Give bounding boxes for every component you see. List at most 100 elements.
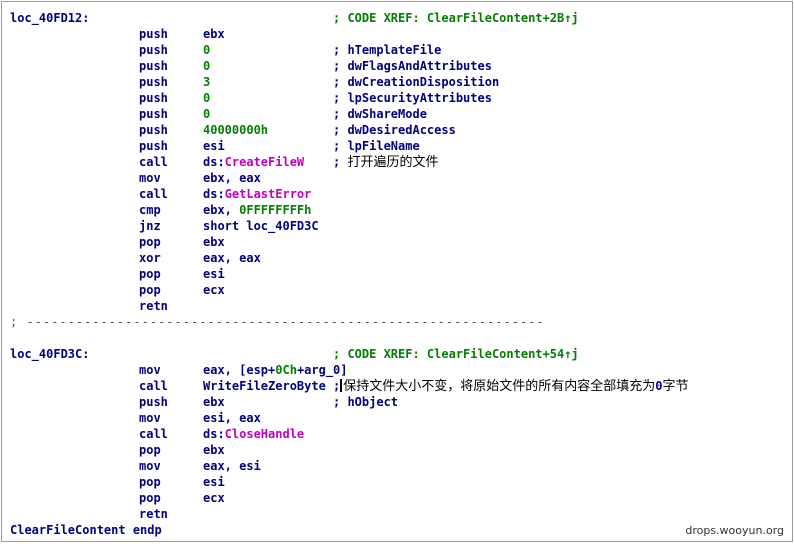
- operand[interactable]: ebx, eax: [203, 171, 261, 185]
- xref-comment[interactable]: ; CODE XREF: ClearFileContent+54↑j: [333, 347, 579, 361]
- operand[interactable]: ebx: [203, 235, 225, 249]
- operand-register: ebx,: [203, 203, 240, 217]
- mnemonic: call: [139, 379, 168, 393]
- segment-prefix: ds:: [203, 187, 225, 201]
- mnemonic: push: [139, 27, 168, 41]
- mnemonic: pop: [139, 491, 161, 505]
- code-line[interactable]: mov esi, eax: [2, 410, 792, 426]
- import-function-name[interactable]: GetLastError: [224, 187, 312, 201]
- code-line[interactable]: ClearFileContent endp: [2, 522, 792, 538]
- jump-target[interactable]: short loc_40FD3C: [203, 219, 319, 233]
- param-comment: ; hTemplateFile: [333, 43, 442, 57]
- operand[interactable]: esi: [203, 475, 225, 489]
- operand[interactable]: ebx: [203, 27, 225, 41]
- operand[interactable]: esi: [203, 139, 225, 153]
- code-line[interactable]: jnz short loc_40FD3C: [2, 218, 792, 234]
- function-end-label[interactable]: ClearFileContent endp: [10, 523, 162, 537]
- code-line[interactable]: call ds:CreateFileW ; 打开遍历的文件: [2, 154, 792, 170]
- operand-number[interactable]: 0: [203, 91, 211, 105]
- mnemonic: pop: [139, 443, 161, 457]
- mnemonic: pop: [139, 235, 161, 249]
- code-line[interactable]: mov eax, [esp+0Ch+arg_0]: [2, 362, 792, 378]
- mnemonic: push: [139, 139, 168, 153]
- mnemonic: retn: [139, 507, 168, 521]
- operand[interactable]: ds:CreateFileW: [203, 154, 304, 170]
- code-line[interactable]: loc_40FD3C: ; CODE XREF: ClearFileConten…: [2, 346, 792, 362]
- code-line[interactable]: mov ebx, eax: [2, 170, 792, 186]
- code-line[interactable]: mov eax, esi: [2, 458, 792, 474]
- mnemonic: push: [139, 43, 168, 57]
- operand[interactable]: ds:GetLastError: [203, 186, 311, 202]
- operand-part: eax, [esp+: [203, 363, 276, 377]
- mnemonic: call: [139, 155, 168, 169]
- code-line[interactable]: push ebx ; hObject: [2, 394, 792, 410]
- mnemonic: call: [139, 427, 168, 441]
- operand[interactable]: eax, [esp+0Ch+arg_0]: [203, 362, 348, 378]
- code-line[interactable]: pop ebx: [2, 442, 792, 458]
- operand-number[interactable]: 40000000h: [203, 123, 269, 137]
- mnemonic: xor: [139, 251, 161, 265]
- operand-number[interactable]: 0: [203, 59, 211, 73]
- segment-prefix: ds:: [203, 427, 225, 441]
- code-line[interactable]: push ebx: [2, 26, 792, 42]
- code-line[interactable]: call ds:GetLastError: [2, 186, 792, 202]
- code-line[interactable]: pop ecx: [2, 282, 792, 298]
- param-comment: ; hObject: [333, 395, 399, 409]
- import-function-name[interactable]: CloseHandle: [224, 427, 305, 441]
- operand-number[interactable]: 0: [203, 107, 211, 121]
- mnemonic: cmp: [139, 203, 161, 217]
- code-line[interactable]: pop esi: [2, 474, 792, 490]
- comment-text: 保持文件大小不变，将原始文件的所有内容全部填充为: [343, 379, 656, 394]
- operand-number[interactable]: 0: [203, 43, 211, 57]
- operand[interactable]: eax, eax: [203, 251, 261, 265]
- code-line[interactable]: call ds:CloseHandle: [2, 426, 792, 442]
- code-line[interactable]: pop ecx: [2, 490, 792, 506]
- operand[interactable]: ds:CloseHandle: [203, 426, 304, 442]
- code-line[interactable]: call WriteFileZeroByte ;保持文件大小不变，将原始文件的所…: [2, 378, 792, 394]
- code-line[interactable]: retn: [2, 298, 792, 314]
- mnemonic: jnz: [139, 219, 161, 233]
- operand-number: 0FFFFFFFFh: [239, 203, 312, 217]
- mnemonic: pop: [139, 475, 161, 489]
- mnemonic: push: [139, 59, 168, 73]
- text-cursor: [340, 379, 343, 392]
- operand-part: +arg_0]: [296, 363, 348, 377]
- xref-comment[interactable]: ; CODE XREF: ClearFileContent+2B↑j: [333, 11, 579, 25]
- param-comment: ; dwCreationDisposition: [333, 75, 500, 89]
- code-line[interactable]: push 40000000h ; dwDesiredAccess: [2, 122, 792, 138]
- operand[interactable]: ecx: [203, 283, 225, 297]
- code-line[interactable]: cmp ebx, 0FFFFFFFFh: [2, 202, 792, 218]
- code-line[interactable]: push 0 ; dwFlagsAndAttributes: [2, 58, 792, 74]
- operand[interactable]: ebx: [203, 395, 225, 409]
- code-label[interactable]: loc_40FD3C:: [10, 347, 90, 361]
- function-name[interactable]: WriteFileZeroByte: [203, 379, 326, 393]
- code-line[interactable]: pop ebx: [2, 234, 792, 250]
- code-line[interactable]: push esi ; lpFileName: [2, 138, 792, 154]
- code-line[interactable]: push 0 ; lpSecurityAttributes: [2, 90, 792, 106]
- operand[interactable]: esi: [203, 267, 225, 281]
- operand[interactable]: ebx, 0FFFFFFFFh: [203, 202, 311, 218]
- code-line[interactable]: ; --------------------------------------…: [2, 314, 792, 330]
- comment-text: 打开遍历的文件: [347, 155, 439, 170]
- code-line[interactable]: xor eax, eax: [2, 250, 792, 266]
- operand[interactable]: ebx: [203, 443, 225, 457]
- code-line[interactable]: push 3 ; dwCreationDisposition: [2, 74, 792, 90]
- mnemonic: mov: [139, 171, 161, 185]
- code-line[interactable]: push 0 ; hTemplateFile: [2, 42, 792, 58]
- code-line[interactable]: pop esi: [2, 266, 792, 282]
- code-label[interactable]: loc_40FD12:: [10, 11, 90, 25]
- code-line[interactable]: retn: [2, 506, 792, 522]
- mnemonic: push: [139, 395, 168, 409]
- code-line[interactable]: push 0 ; dwShareMode: [2, 106, 792, 122]
- operand[interactable]: eax, esi: [203, 459, 261, 473]
- import-function-name[interactable]: CreateFileW: [224, 155, 305, 169]
- user-comment[interactable]: ;保持文件大小不变，将原始文件的所有内容全部填充为0字节: [333, 378, 689, 395]
- mnemonic: push: [139, 75, 168, 89]
- operand-number[interactable]: 3: [203, 75, 211, 89]
- operand[interactable]: esi, eax: [203, 411, 261, 425]
- param-comment: ; dwDesiredAccess: [333, 123, 456, 137]
- operand[interactable]: ecx: [203, 491, 225, 505]
- param-comment: ; dwShareMode: [333, 107, 427, 121]
- code-line[interactable]: loc_40FD12: ; CODE XREF: ClearFileConten…: [2, 10, 792, 26]
